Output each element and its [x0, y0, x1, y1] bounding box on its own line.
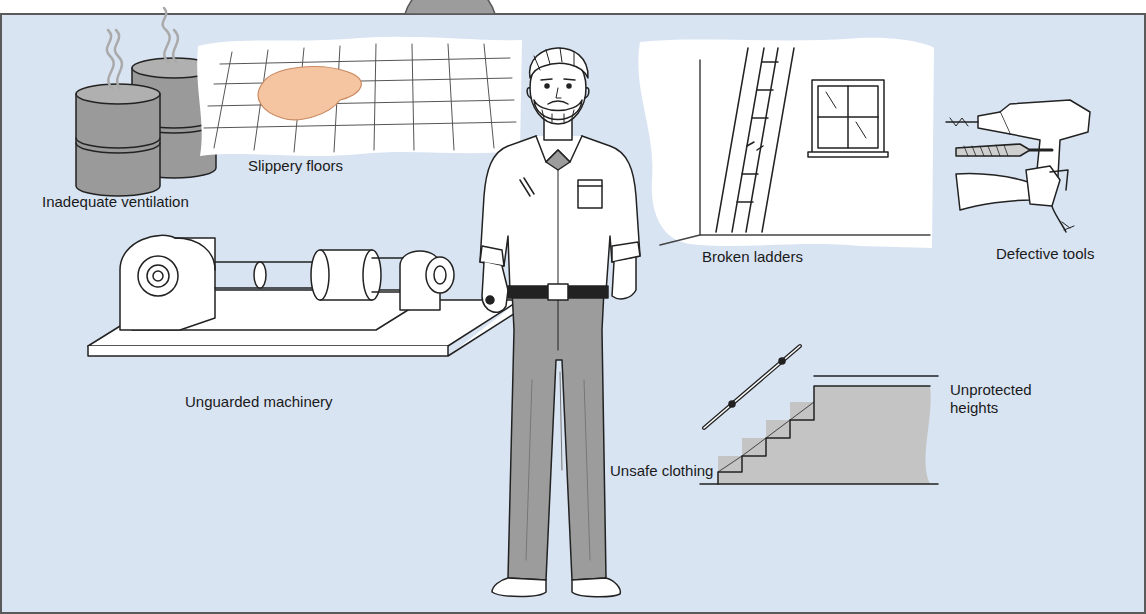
hazard-label: Unsafe clothing: [610, 462, 713, 480]
hazard-label: Slippery floors: [248, 157, 343, 175]
hazard-label: Unguarded machinery: [185, 393, 333, 411]
hazard-label: Inadequate ventilation: [42, 193, 189, 211]
hazard-label: Defective tools: [996, 245, 1094, 263]
hazard-label: Unprotected heights: [950, 381, 1050, 417]
hazard-label: Broken ladders: [702, 248, 803, 266]
